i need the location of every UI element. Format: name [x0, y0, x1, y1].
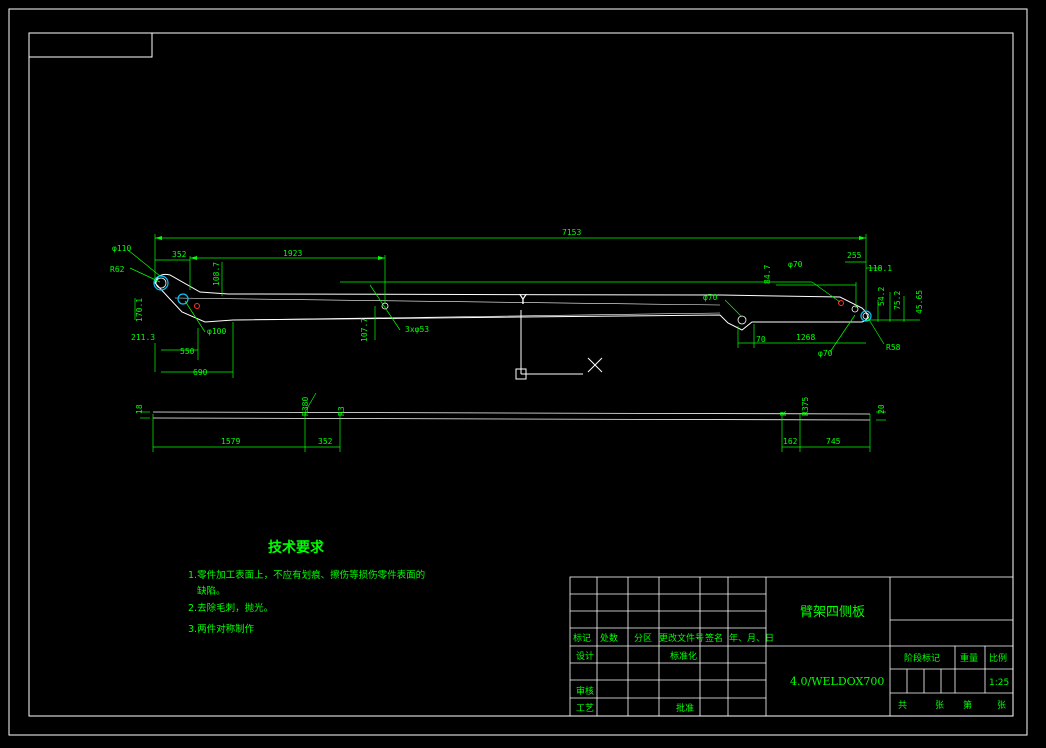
dim-75-2: 75.2: [893, 291, 902, 310]
dim-54-2: 54.2: [877, 287, 886, 306]
tb-sheets-unit: 张: [935, 700, 944, 711]
top-view-bottom-edge: [232, 312, 721, 321]
top-view: 7153 352 1923 108.7 170.1 211.3 550 690 …: [110, 228, 924, 378]
dim-phi70-left: φ70: [703, 293, 718, 302]
ucs-y-label: Y: [518, 293, 527, 308]
tb-design: 设计: [576, 650, 594, 662]
hole-left-large: [153, 275, 169, 291]
dim-84-7: 84.7: [763, 265, 772, 284]
tb-review: 审核: [576, 685, 594, 697]
side-view-top-edge: [152, 411, 871, 415]
tb-stage-mark: 阶段标记: [904, 652, 940, 664]
title-block: [569, 576, 1014, 717]
ucs-icon: [515, 310, 603, 380]
dim-352: 352: [172, 250, 187, 259]
tb-header-signature: 签名: [705, 632, 723, 644]
hole-right-mid: [851, 305, 859, 313]
dim-108-7: 108.7: [212, 262, 221, 286]
tb-header-mark: 标记: [573, 632, 591, 644]
tech-req-title: 技术要求: [268, 539, 325, 556]
tb-sheet-no: 第: [963, 699, 972, 711]
dim-side-r3: R3: [337, 406, 346, 416]
tech-req-line-1: 1.零件加工表面上，不应有划痕、擦伤等损伤零件表面的: [188, 569, 425, 581]
side-view: 18 1579 352 162 745 R380 R3 R R375 20: [135, 392, 886, 452]
technical-requirements: 技术要求 1.零件加工表面上，不应有划痕、擦伤等损伤零件表面的 缺陷。 2.去除…: [188, 539, 425, 635]
dim-70: 70: [756, 335, 766, 344]
hole-right-large: [860, 310, 872, 322]
tb-process: 工艺: [576, 703, 594, 714]
dim-118-1: 118.1: [868, 264, 892, 273]
hole-right-inner: [862, 312, 870, 320]
title-block-text: 标记 处数 分区 更改文件号 签名 年、月、日 设计 标准化 审核 工艺 批准 …: [573, 605, 1009, 714]
marker-left: [194, 303, 200, 309]
tb-approval: 批准: [676, 702, 694, 714]
dim-side-20: 20: [877, 404, 886, 414]
dim-side-745: 745: [826, 437, 841, 446]
dim-170-1: 170.1: [135, 298, 144, 322]
tb-header-change-doc: 更改文件号: [659, 632, 704, 644]
outer-border: [8, 8, 1028, 736]
tb-scale-value: 1:25: [989, 678, 1009, 688]
dim-550: 550: [180, 347, 195, 356]
dim-phi110: φ110: [112, 244, 131, 253]
dim-1268: 1268: [796, 333, 815, 342]
drawing-number-box: [28, 32, 153, 58]
top-view-inner-edge: [174, 297, 721, 306]
hole-left-small: [177, 293, 189, 305]
top-view-outline: [154, 273, 868, 331]
side-view-bottom-edge: [152, 417, 871, 421]
tb-scale-label: 比例: [989, 652, 1007, 664]
tb-standardization: 标准化: [670, 650, 697, 662]
dim-side-352: 352: [318, 437, 333, 446]
tb-weight: 重量: [960, 652, 978, 664]
tb-sheet-unit2: 张: [997, 700, 1006, 711]
dim-phi100: φ100: [207, 327, 226, 336]
dim-211-3: 211.3: [131, 333, 155, 342]
tech-req-line-3: 2.去除毛刺，抛光。: [188, 602, 273, 614]
hole-right-small: [737, 315, 747, 325]
dim-690: 690: [193, 368, 208, 377]
dim-r58: R58: [886, 343, 901, 352]
marker-right: [838, 300, 844, 306]
dim-side-18: 18: [135, 404, 144, 414]
tb-sheets-total: 共: [898, 700, 907, 711]
dim-holes: 3xφ53: [405, 325, 429, 334]
tech-req-line-4: 3.两件对称制作: [188, 623, 255, 635]
dim-phi70-bottom: φ70: [818, 349, 833, 358]
dim-45-65: 45.65: [915, 290, 924, 314]
tb-material: 4.0/WELDOX700: [790, 675, 884, 688]
dim-side-r375: R375: [801, 397, 810, 416]
tb-header-count: 处数: [600, 632, 618, 644]
tech-req-line-2: 缺陷。: [188, 585, 226, 597]
tb-header-date: 年、月、日: [729, 632, 774, 644]
dim-255: 255: [847, 251, 862, 260]
dim-side-r380: R380: [301, 397, 310, 416]
dim-side-r: R: [779, 411, 788, 416]
dim-1923: 1923: [283, 249, 302, 258]
dim-r62: R62: [110, 265, 125, 274]
tb-header-zone: 分区: [634, 633, 652, 644]
dim-phi70-top: φ70: [788, 260, 803, 269]
inner-border: [28, 32, 1014, 717]
hole-left-large-inner: [155, 277, 167, 289]
dim-overall-length: 7153: [562, 228, 581, 237]
dim-side-162: 162: [783, 437, 798, 446]
dim-107-7: 107.7: [360, 318, 369, 342]
dim-side-1579: 1579: [221, 437, 240, 446]
tb-part-name: 臂架四侧板: [800, 605, 865, 620]
